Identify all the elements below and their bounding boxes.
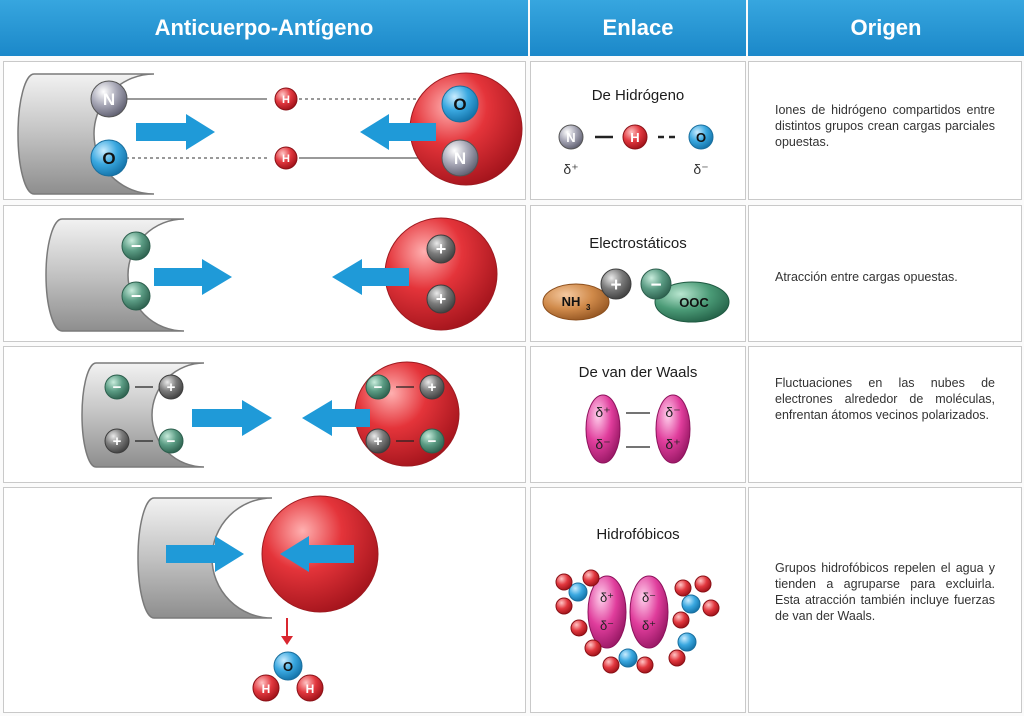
negative-charge-icon — [121, 231, 151, 261]
negative-charge-icon — [121, 281, 151, 311]
svg-text:O: O — [102, 149, 115, 168]
svg-text:3: 3 — [586, 303, 591, 312]
arrow-left-icon — [360, 114, 436, 150]
arrow-right-icon — [136, 114, 215, 150]
svg-text:−: − — [131, 236, 142, 256]
svg-text:δ⁺: δ⁺ — [642, 618, 656, 633]
svg-text:+: + — [113, 433, 122, 450]
svg-text:δ⁻: δ⁻ — [693, 161, 708, 177]
row4-diagram-cell: H H O — [3, 487, 526, 713]
svg-text:−: − — [374, 379, 383, 396]
svg-text:+: + — [167, 379, 176, 396]
positive-charge-icon — [426, 234, 456, 264]
svg-text:OOC: OOC — [679, 295, 709, 310]
row3-diagram-cell: − + + − − + + − — [3, 346, 526, 483]
hydrogen-atom — [274, 146, 298, 170]
svg-text:δ⁻: δ⁻ — [600, 618, 614, 633]
row4-bond-cell: Hidrofóbicos δ⁺ δ⁻ δ⁻ δ⁺ — [530, 487, 746, 713]
arrow-right-icon — [192, 400, 272, 436]
arrow-left-icon — [302, 400, 370, 436]
header-bond: Enlace — [530, 0, 746, 56]
hydrogen-atom — [274, 87, 298, 111]
origin-text: Atracción entre cargas opuestas. — [775, 270, 958, 284]
positive-charge-icon — [426, 284, 456, 314]
svg-text:δ⁺: δ⁺ — [665, 436, 680, 452]
svg-text:H: H — [282, 153, 290, 165]
antibody-shape — [17, 73, 155, 195]
hydrogen-bond-icon: N H O δ⁺ δ⁻ — [558, 124, 714, 177]
row2-diagram-cell: − − + + — [3, 205, 526, 342]
svg-text:δ⁻: δ⁻ — [665, 404, 680, 420]
bond-type-label: De van der Waals — [578, 364, 698, 381]
nitrogen-atom — [441, 139, 479, 177]
svg-text:δ⁺: δ⁺ — [563, 161, 578, 177]
svg-text:+: + — [436, 239, 447, 259]
svg-text:δ⁻: δ⁻ — [595, 436, 610, 452]
oxygen-atom — [273, 651, 303, 681]
svg-text:N: N — [454, 149, 466, 168]
electrostatic-illustration: − − + + — [45, 217, 498, 332]
arrow-left-icon — [280, 536, 354, 572]
header-antibody-antigen: Anticuerpo-Antígeno — [0, 0, 528, 56]
svg-text:N: N — [103, 90, 115, 109]
svg-text:H: H — [282, 94, 290, 106]
svg-text:H: H — [630, 130, 639, 145]
svg-text:H: H — [306, 682, 315, 696]
hydrophobic-icon: δ⁺ δ⁻ δ⁻ δ⁺ — [555, 569, 720, 674]
row3-origin-cell: Fluctuaciones en las nubes de electrones… — [748, 346, 1022, 483]
svg-text:−: − — [131, 286, 142, 306]
water-molecule-cluster — [555, 569, 720, 674]
origin-text: Grupos hidrofóbicos repelen el agua y ti… — [775, 561, 995, 623]
hydrogen-atom — [252, 674, 280, 702]
hydrophobic-illustration: H H O — [137, 495, 379, 702]
row3-bond-cell: De van der Waals δ⁺ δ⁻ δ⁻ δ⁺ — [530, 346, 746, 483]
bond-type-label: Hidrofóbicos — [596, 526, 680, 543]
arrow-right-icon — [154, 259, 232, 295]
svg-text:H: H — [262, 682, 271, 696]
svg-text:δ⁻: δ⁻ — [642, 590, 656, 605]
header-origin: Origen — [748, 0, 1024, 56]
hydrogen-atom — [296, 674, 324, 702]
nitrogen-atom — [90, 80, 128, 118]
arrow-left-icon — [332, 259, 409, 295]
dipole-icon: δ⁺ δ⁻ δ⁻ δ⁺ — [585, 394, 691, 464]
svg-text:−: − — [428, 433, 437, 450]
row1-diagram-cell: N O H H O N — [3, 61, 526, 200]
svg-text:−: − — [113, 379, 122, 396]
svg-text:+: + — [436, 289, 447, 309]
van-der-waals-illustration: − + + − − + + − — [81, 361, 460, 468]
svg-text:+: + — [374, 433, 383, 450]
svg-text:−: − — [167, 433, 176, 450]
electrostatic-icon: NH 3 OOC + − — [542, 268, 730, 323]
svg-text:+: + — [610, 275, 621, 296]
hydrogen-bond-illustration: N O H H O N — [17, 72, 523, 195]
svg-text:N: N — [566, 130, 575, 145]
svg-text:O: O — [283, 659, 293, 674]
row1-bond-cell: De Hidrógeno N H O δ⁺ δ⁻ — [530, 61, 746, 200]
arrow-down-icon — [281, 636, 293, 645]
svg-text:NH: NH — [562, 294, 581, 309]
oxygen-atom — [441, 85, 479, 123]
svg-text:+: + — [428, 379, 437, 396]
row2-bond-cell: Electrostáticos NH 3 OOC + − — [530, 205, 746, 342]
svg-text:−: − — [650, 275, 661, 296]
svg-text:δ⁺: δ⁺ — [600, 590, 614, 605]
svg-text:O: O — [453, 95, 466, 114]
oxygen-atom — [90, 139, 128, 177]
origin-text: Iones de hidrógeno compartidos entre dis… — [775, 103, 995, 149]
row2-origin-cell: Atracción entre cargas opuestas. — [748, 205, 1022, 342]
row1-origin-cell: Iones de hidrógeno compartidos entre dis… — [748, 61, 1022, 200]
arrow-right-icon — [166, 536, 244, 572]
bond-type-label: De Hidrógeno — [591, 87, 685, 104]
antibody-shape — [81, 362, 205, 468]
svg-text:δ⁺: δ⁺ — [595, 404, 610, 420]
bond-type-label: Electrostáticos — [589, 235, 687, 252]
origin-text: Fluctuaciones en las nubes de electrones… — [775, 376, 995, 422]
svg-text:O: O — [696, 130, 706, 145]
row4-origin-cell: Grupos hidrofóbicos repelen el agua y ti… — [748, 487, 1022, 713]
